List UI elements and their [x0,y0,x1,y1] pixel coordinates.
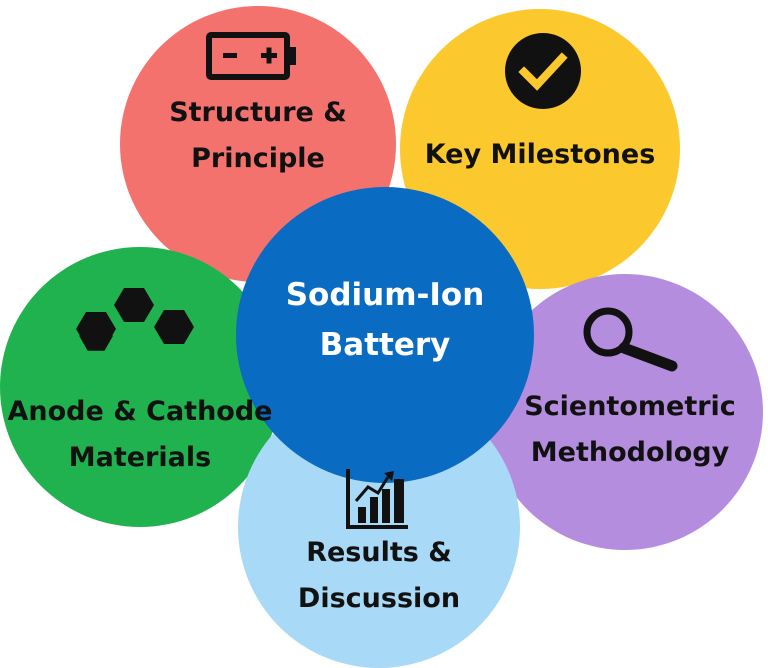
topic-label-results-line-2: Discussion [297,583,461,614]
topic-label-anode-line-1: Anode & Cathode [7,396,273,427]
center-label: Sodium-Ion Battery [250,270,520,370]
center-label-line-2: Battery [319,327,451,363]
topic-label-structure-line-1: Structure & [169,97,347,128]
topic-label-milestones-line-1: Key Milestones [424,139,656,170]
topic-label-milestones: Key Milestones [410,132,670,178]
battery-icon [206,31,298,81]
magnifier-icon [582,306,678,372]
topic-label-anode-line-2: Materials [68,442,212,473]
center-circle [236,187,534,483]
topic-label-structure-line-2: Principle [191,143,325,174]
growth-chart-icon [344,467,410,531]
topic-label-results: Results & Discussion [258,530,500,622]
topic-label-results-line-1: Results & [306,537,452,568]
center-label-line-1: Sodium-Ion [285,277,485,313]
checkmark-icon [504,32,582,110]
topic-label-structure: Structure & Principle [140,90,376,182]
hexagons-icon [74,288,198,356]
topic-label-anode-cathode: Anode & Cathode Materials [6,389,274,481]
topic-label-scientometric-line-1: Scientometric [524,391,736,422]
topic-label-scientometric-line-2: Methodology [530,437,730,468]
topic-label-scientometric: Scientometric Methodology [505,384,755,476]
